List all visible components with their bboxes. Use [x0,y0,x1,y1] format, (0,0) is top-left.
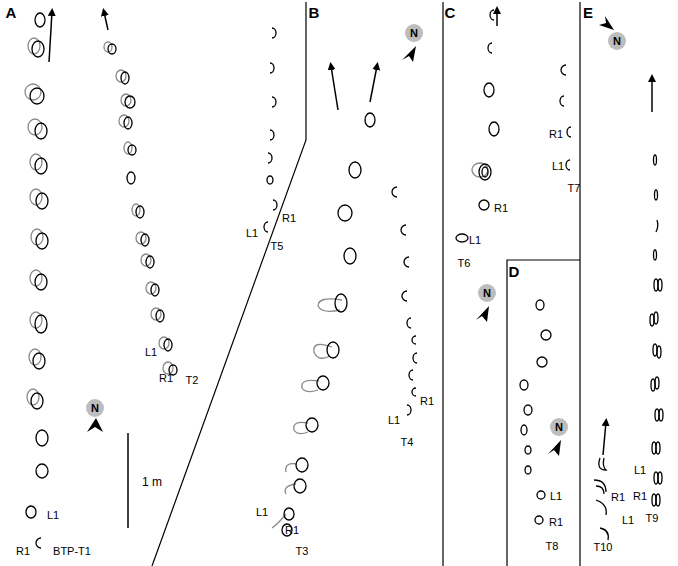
trackway-label: T8 [546,541,559,552]
footprint-ghosts [25,38,488,528]
print-label: R1 [285,525,299,536]
panel-letter: D [509,264,520,279]
trackway-label: BTP-T1 [53,546,91,557]
north-letter: N [483,288,491,299]
print-label: L1 [256,507,268,518]
north-letter: N [91,403,99,414]
panel-letter: C [445,5,456,20]
print-label: R1 [159,373,173,384]
panel-letter: A [6,5,17,20]
print-label: R1 [420,396,434,407]
panel-letter: B [309,5,320,20]
print-label: L1 [246,228,258,239]
north-symbols [86,16,626,456]
print-label: R1 [633,491,647,502]
scale-bar [127,433,129,528]
north-letter: N [555,422,563,433]
print-label: R1 [494,203,508,214]
direction-arrows [49,10,652,455]
print-label: R1 [611,492,625,503]
print-label: L1 [145,347,157,358]
trackway-label: T7 [568,183,581,194]
trackway-label: T9 [646,513,659,524]
north-letter: N [613,36,621,47]
scale-label: 1 m [142,476,162,488]
print-label: L1 [47,510,59,521]
print-label: L1 [622,515,634,526]
print-label: L1 [552,161,564,172]
print-label: L1 [388,415,400,426]
north-letter: N [410,28,418,39]
trackway-label: T6 [458,258,471,269]
print-label: L1 [634,465,646,476]
print-label: R1 [549,129,563,140]
footprints [26,10,663,548]
print-label: R1 [16,546,30,557]
print-label: L1 [469,235,481,246]
print-label: R1 [549,517,563,528]
panel-borders [152,2,580,566]
trackway-label: T3 [296,546,309,557]
trackway-label: T4 [401,437,414,448]
print-label: L1 [550,491,562,502]
print-label: R1 [282,213,296,224]
trackway-label: T5 [271,241,284,252]
panel-letter: E [583,5,593,20]
trackway-label: T10 [594,542,613,553]
trackway-label: T2 [186,375,199,386]
